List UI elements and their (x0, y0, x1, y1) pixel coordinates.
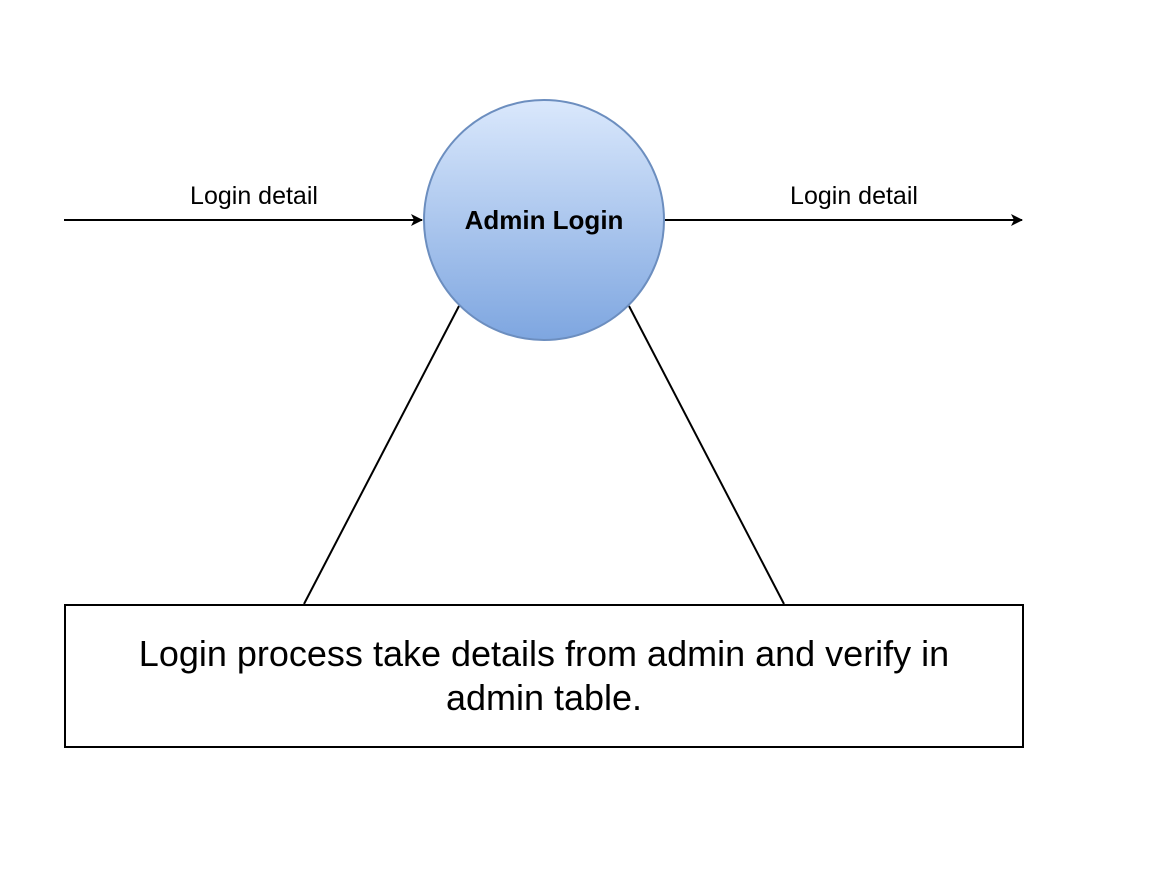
admin-login-process-node[interactable] (423, 99, 665, 341)
connector-line-right (628, 305, 785, 605)
process-description-text: Login process take details from admin an… (138, 633, 950, 718)
incoming-flow-label: Login detail (190, 182, 318, 210)
outgoing-flow-label: Login detail (790, 182, 918, 210)
admin-login-process-label: Admin Login (465, 205, 624, 235)
connector-line-left (303, 305, 460, 605)
process-description-box[interactable]: Login process take details from admin an… (64, 604, 1024, 748)
